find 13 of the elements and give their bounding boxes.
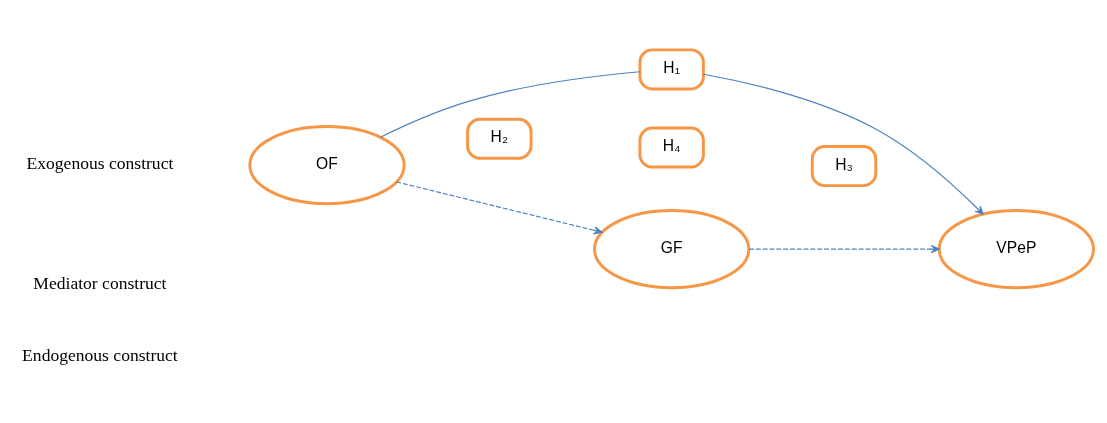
node-box: H₄ bbox=[638, 126, 705, 169]
label: Mediator construct bbox=[33, 272, 167, 293]
node-box: H₂ bbox=[466, 117, 533, 160]
node-ellipse: OF bbox=[248, 124, 406, 205]
label: Endogenous construct bbox=[22, 344, 178, 365]
connector bbox=[379, 70, 641, 138]
node-ellipse: VPeP bbox=[937, 208, 1095, 289]
node-box: H₁ bbox=[638, 47, 705, 90]
label: Exogenous construct bbox=[26, 152, 174, 173]
arrow bbox=[395, 180, 603, 234]
arrow bbox=[748, 244, 940, 253]
arrow bbox=[702, 73, 984, 215]
node-box: H₃ bbox=[810, 144, 878, 187]
